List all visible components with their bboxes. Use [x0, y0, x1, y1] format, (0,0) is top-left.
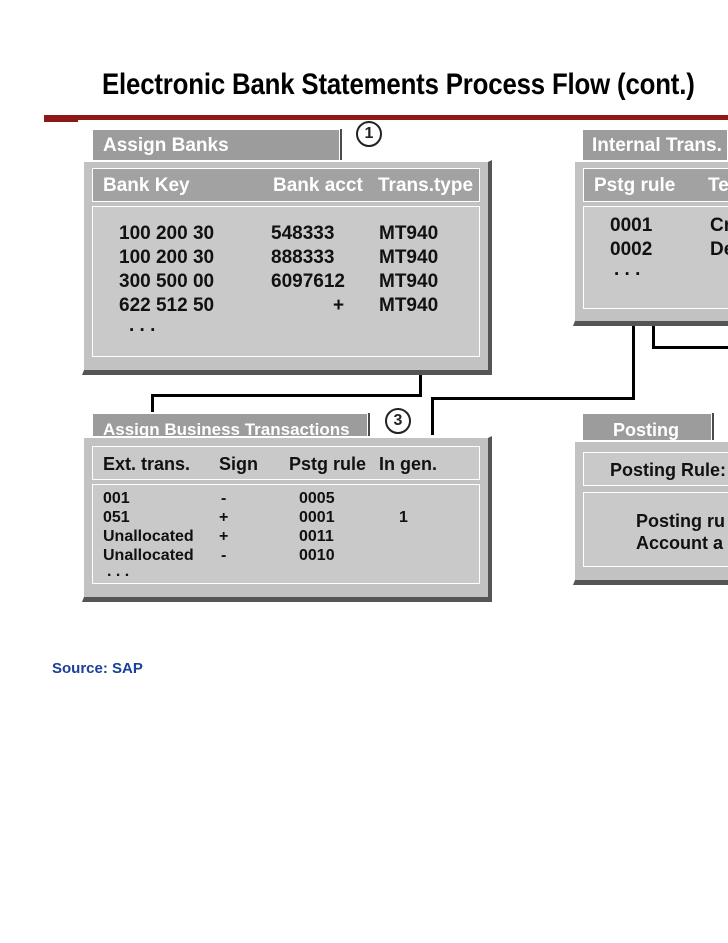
title-underline-tail — [44, 120, 78, 122]
ext-trans-cell: Unallocated — [103, 547, 194, 564]
posting-body: Posting ru Account a — [583, 492, 728, 567]
header-sign: Sign — [219, 454, 258, 474]
bank-acct-cell: 6097612 — [271, 271, 345, 292]
connector-internal-down — [632, 325, 635, 399]
trans-type-cell: MT940 — [379, 271, 439, 292]
internal-trans-header-row: Pstg rule Te — [583, 168, 728, 202]
title-underline — [44, 115, 728, 120]
internal-trans-body: 0001 Cr 0002 De . . . — [583, 206, 728, 309]
ext-trans-cell: Unallocated — [103, 528, 194, 545]
text-cell: De — [710, 239, 728, 260]
assign-business-tab-label: Assign Business Transactions — [103, 420, 350, 439]
header-trans-type: Trans.type — [378, 175, 474, 196]
more-rows-ellipsis: . . . — [129, 315, 156, 336]
connector-internal-to-business — [431, 397, 434, 435]
bank-acct-cell: 888333 — [271, 247, 335, 268]
posting-line: Posting ru — [636, 511, 725, 531]
bank-acct-cell: + — [333, 295, 345, 316]
internal-trans-tab-label: Internal Trans. — [592, 135, 722, 156]
connector-internal-horizontal — [431, 397, 635, 400]
assign-banks-panel: Bank Key Bank acct Trans.type 100 200 30… — [82, 160, 492, 375]
sign-cell: - — [221, 490, 227, 507]
connector-banks-to-business — [151, 394, 154, 412]
bank-key-cell: 100 200 30 — [119, 247, 215, 268]
assign-business-body: 001 - 0005 051 + 0001 1 Unallocated + 00… — [92, 484, 480, 584]
posting-tab: Posting — [582, 413, 712, 445]
bank-acct-cell: 548333 — [271, 223, 335, 244]
more-rows-ellipsis: . . . — [614, 259, 641, 280]
source-note: Source: SAP — [52, 660, 143, 677]
step-1-marker: 1 — [356, 121, 382, 147]
posting-rule-heading: Posting Rule: — [610, 460, 726, 480]
pstg-rule-cell: 0011 — [299, 528, 334, 545]
sign-cell: + — [219, 509, 229, 526]
ext-trans-cell: 051 — [103, 509, 130, 526]
posting-header-row: Posting Rule: — [583, 452, 728, 486]
header-pstg-rule: Pstg rule — [289, 454, 367, 474]
assign-banks-tab-label: Assign Banks — [103, 135, 229, 156]
posting-panel: Posting Rule: Posting ru Account a — [573, 440, 728, 585]
pstg-rule-cell: 0001 — [299, 509, 335, 526]
assign-banks-body: 100 200 30 548333 MT940 100 200 30 88833… — [92, 206, 480, 357]
ext-trans-cell: 001 — [103, 490, 130, 507]
trans-type-cell: MT940 — [379, 247, 439, 268]
in-gen-cell: 1 — [399, 509, 408, 526]
posting-line: Account a — [636, 533, 724, 553]
bank-key-cell: 622 512 50 — [119, 295, 215, 316]
pstg-rule-cell: 0002 — [610, 239, 653, 260]
connector-internal-right — [652, 346, 728, 349]
bank-key-cell: 300 500 00 — [119, 271, 215, 292]
more-rows-ellipsis: . . . — [107, 563, 130, 580]
connector-internal-right-down — [652, 325, 655, 348]
sign-cell: + — [219, 528, 229, 545]
trans-type-cell: MT940 — [379, 295, 439, 316]
internal-trans-tab: Internal Trans. — [582, 129, 728, 161]
header-ext-trans: Ext. trans. — [103, 454, 191, 474]
header-pstg-rule: Pstg rule — [594, 175, 676, 196]
text-cell: Cr — [710, 215, 728, 236]
header-in-gen: In gen. — [379, 454, 437, 474]
pstg-rule-cell: 0001 — [610, 215, 653, 236]
assign-banks-header-row: Bank Key Bank acct Trans.type — [92, 168, 480, 202]
internal-trans-panel: Pstg rule Te 0001 Cr 0002 De . . . — [573, 160, 728, 326]
pstg-rule-cell: 0010 — [299, 547, 335, 564]
pstg-rule-cell: 0005 — [299, 490, 335, 507]
step-3-marker: 3 — [385, 408, 411, 434]
assign-business-header-row: Ext. trans. Sign Pstg rule In gen. — [92, 446, 480, 480]
slide-title: Electronic Bank Statements Process Flow … — [102, 68, 695, 101]
posting-tab-label: Posting — [613, 420, 679, 440]
header-text: Te — [708, 175, 728, 196]
connector-banks-horizontal — [151, 394, 422, 397]
header-bank-key: Bank Key — [103, 175, 190, 196]
assign-banks-tab: Assign Banks — [92, 129, 340, 161]
connector-banks-down — [419, 374, 422, 396]
bank-key-cell: 100 200 30 — [119, 223, 215, 244]
header-bank-acct: Bank acct — [273, 175, 363, 196]
sign-cell: - — [221, 547, 227, 564]
assign-business-panel: Ext. trans. Sign Pstg rule In gen. 001 -… — [82, 436, 492, 602]
trans-type-cell: MT940 — [379, 223, 439, 244]
